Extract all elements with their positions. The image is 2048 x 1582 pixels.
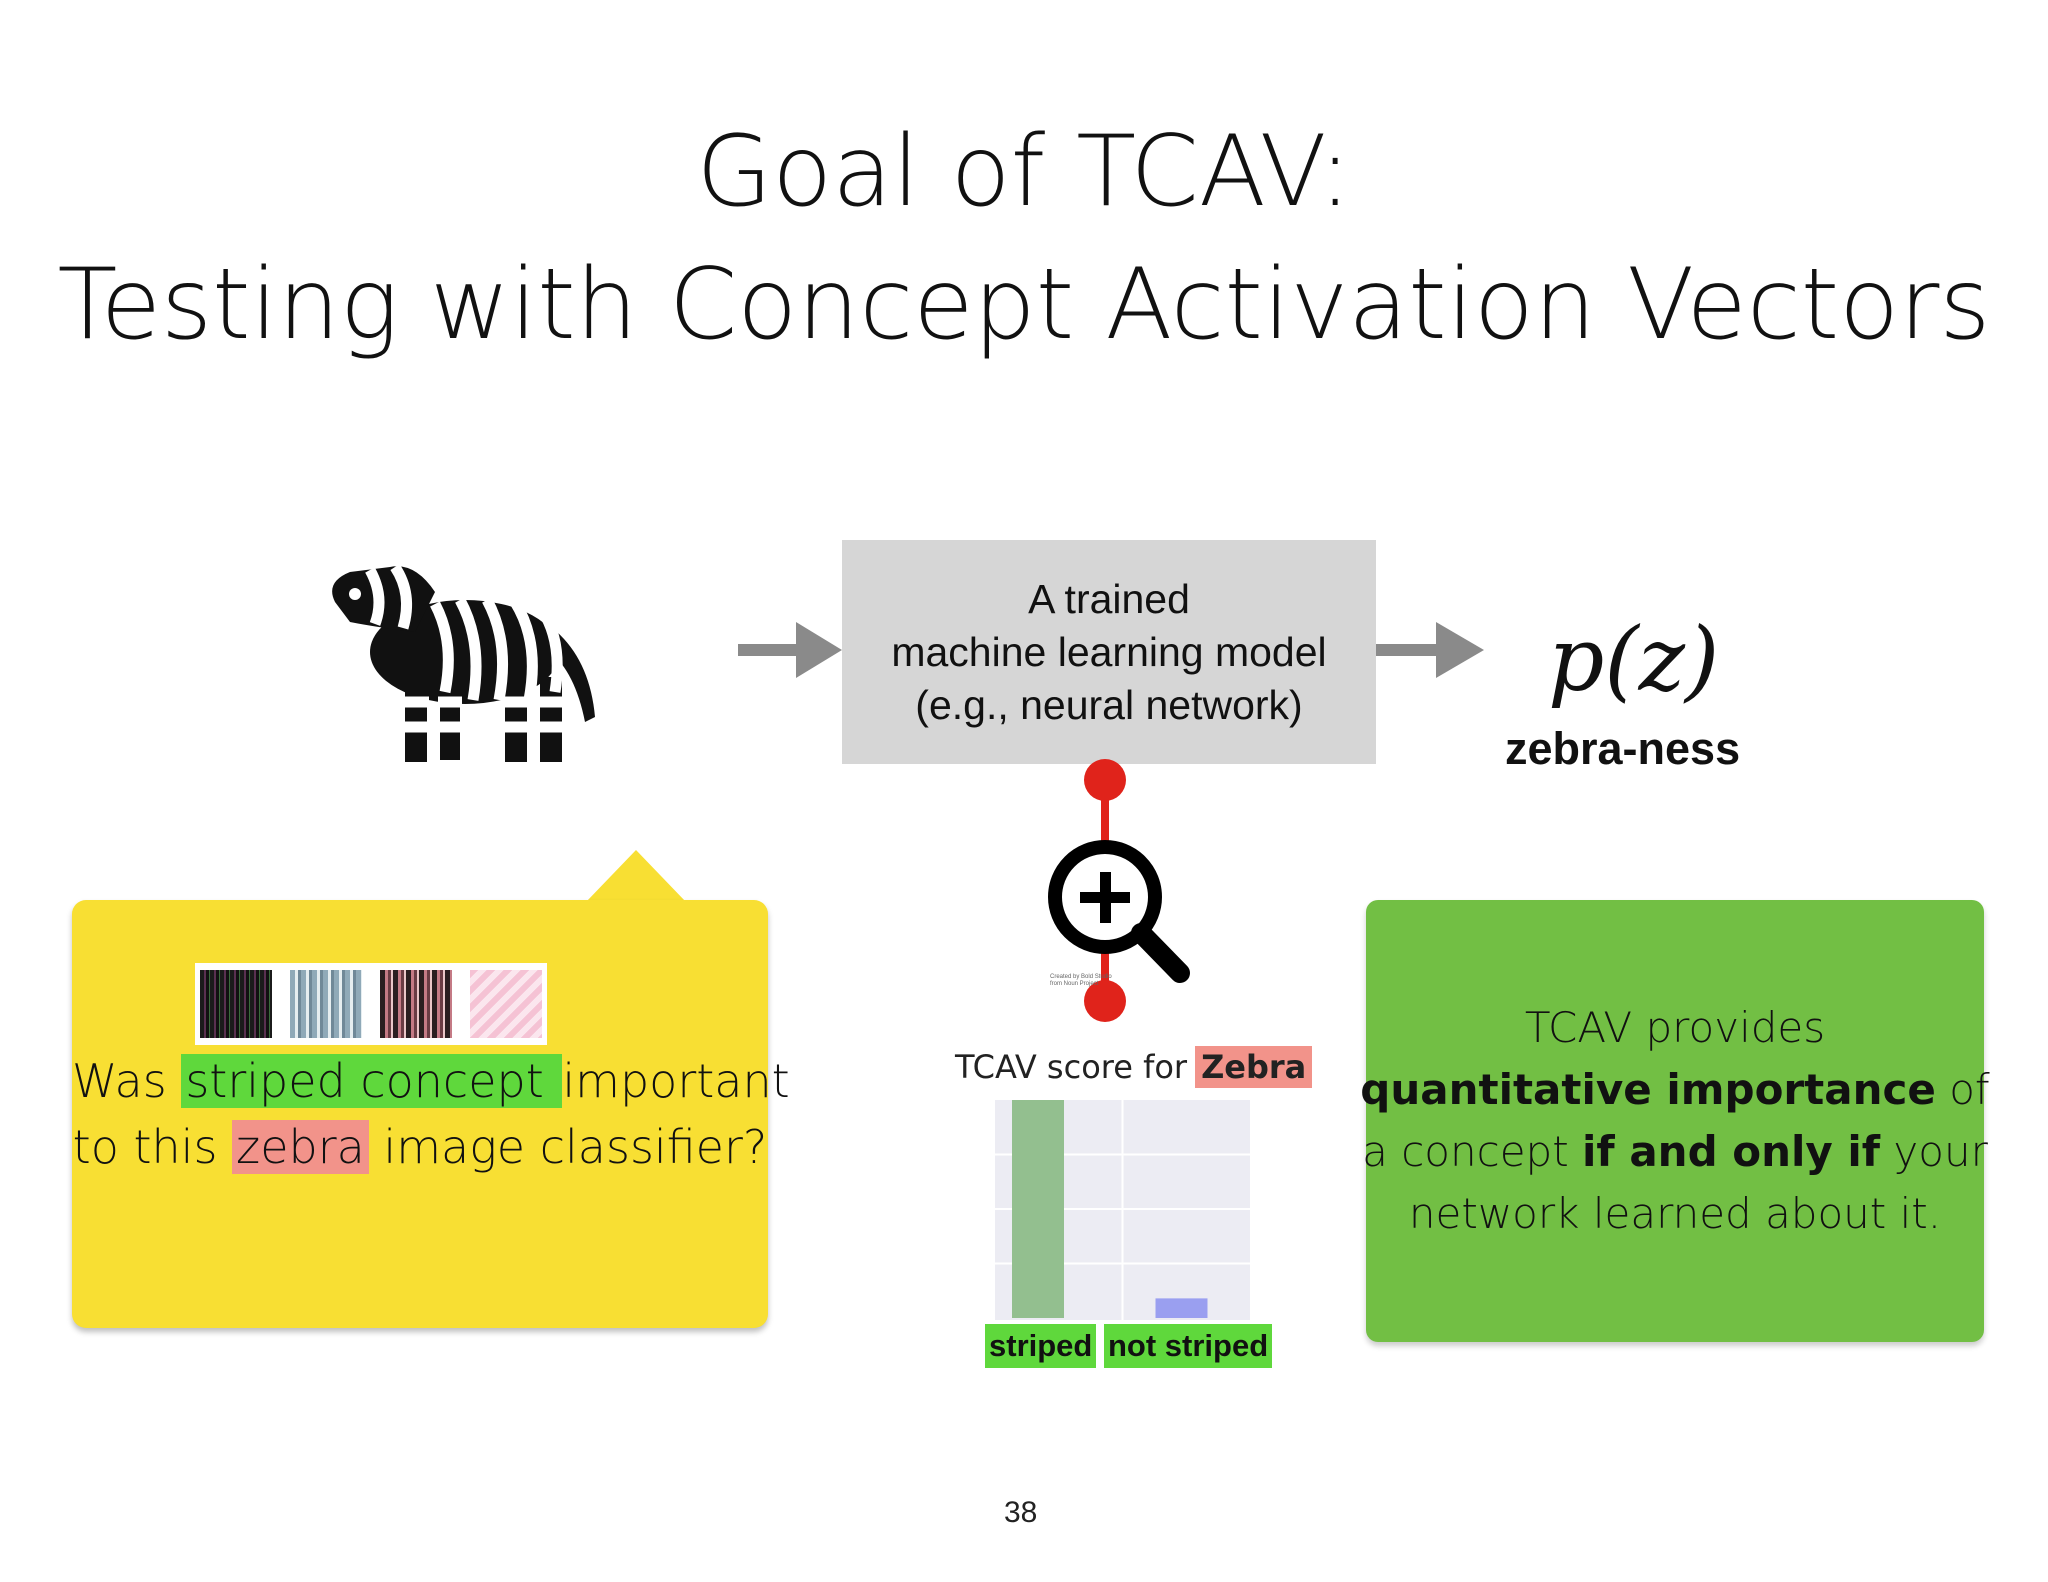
question-text: important [562,1054,790,1108]
question-text: image classifier? [368,1120,768,1174]
chart-bars [1012,1100,1208,1318]
chart-title-text: TCAV score for [955,1048,1188,1086]
magnifier-plus-icon [1048,840,1190,983]
model-box: A trained machine learning model (e.g., … [842,540,1376,764]
chart-bar-not-striped [1155,1298,1208,1318]
chart-bar-striped [1012,1100,1064,1318]
bar-label-not-striped: not striped [1104,1324,1273,1368]
chart-title-highlight: Zebra [1195,1046,1313,1088]
tcav-bar-chart [995,1100,1250,1320]
bar-label-striped: striped [985,1324,1097,1368]
statement-text: your [1880,1127,1988,1176]
page-number: 38 [1004,1496,1038,1529]
concept-probe-connector [1048,759,1190,1022]
question-line-2: to this zebra image classifier? [72,1120,768,1174]
striped-example-3 [380,970,452,1038]
statement-text: of [1935,1065,1990,1114]
question-text: to this [72,1120,233,1174]
striped-example-4 [470,970,542,1038]
zebra-icon [332,563,595,762]
arrow-right-icon [1376,622,1484,678]
output-label: zebra-ness [1505,723,1741,774]
icon-credit: Created by Bold Studio from Noun Project [1050,974,1112,988]
statement-line-2: quantitative importance of [1360,1059,1989,1121]
statement-box: TCAV provides quantitative importance of… [1360,900,1990,1342]
credit-line-2: from Noun Project [1050,981,1099,987]
statement-line-1: TCAV provides [1524,1003,1826,1052]
statement-line-3: a concept if and only if your [1362,1121,1988,1183]
concept-highlight: striped concept [181,1054,563,1108]
striped-example-2 [290,970,362,1038]
statement-bold: if and only if [1582,1127,1881,1176]
arrow-right-icon [738,622,842,678]
output-formula: p(z) [1548,608,1720,711]
striped-example-1 [200,970,272,1038]
question-line-1: Was striped concept important [72,1054,790,1108]
callout-pointer [586,850,686,902]
statement-line-4: network learned about it. [1408,1189,1942,1238]
title-line-1: Goal of TCAV: [696,115,1352,229]
statement-bold: quantitative importance [1360,1065,1936,1114]
question-text: Was [72,1054,182,1108]
model-box-line-1: A trained [1028,575,1190,622]
model-box-line-2: machine learning model [891,628,1327,675]
credit-line-1: Created by Bold Studio [1050,974,1112,980]
model-box-line-3: (e.g., neural network) [915,681,1303,728]
title-line-2: Testing with Concept Activation Vectors [57,248,1991,362]
statement-text: a concept [1362,1127,1583,1176]
class-highlight: zebra [232,1120,369,1174]
